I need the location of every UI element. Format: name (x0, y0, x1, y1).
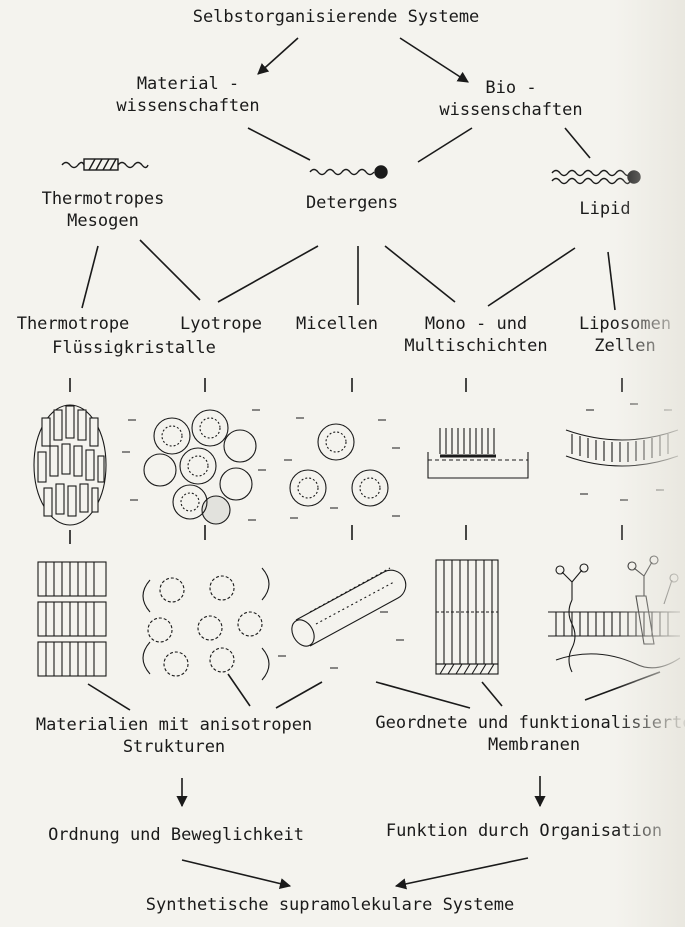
phase-lyotrope-label: Lyotrope (180, 313, 262, 335)
result-anisotropic-materials: Materialien mit anisotropen Strukturen (36, 714, 312, 758)
outcome-order-mobility: Ordnung und Beweglichkeit (48, 824, 304, 846)
mesogen-line-2: Mesogen (42, 210, 165, 232)
branch-materials-line-1: Material - (116, 73, 259, 95)
connector-lines (70, 38, 660, 886)
branch-bio-line-2: wissenschaften (439, 99, 582, 121)
mesogen-line-1: Thermotropes (42, 188, 165, 210)
branch-materials-line-2: wissenschaften (116, 95, 259, 117)
phase-micelles-label: Micellen (296, 313, 378, 335)
final-supramolecular-systems: Synthetische supramolekulare Systeme (146, 894, 514, 916)
rod-micelle-illustration (278, 568, 406, 668)
layers-line-2: Multischichten (404, 335, 547, 357)
smectic-layers-illustration (38, 562, 106, 676)
molecule-mesogen-label: Thermotropes Mesogen (42, 188, 165, 232)
result-materials-line-1: Materialien mit anisotropen (36, 714, 312, 736)
diagram-title: Selbstorganisierende Systeme (193, 6, 480, 28)
phase-liquid-crystals-label: Flüssigkristalle (52, 337, 216, 359)
detergent-molecule-icon (310, 166, 387, 178)
phase-layers-label: Mono - und Multischichten (404, 313, 547, 357)
hexagonal-phase-illustration (143, 568, 269, 680)
multilayer-illustration (436, 560, 498, 674)
layers-line-1: Mono - und (404, 313, 547, 335)
branch-materials-science: Material - wissenschaften (116, 73, 259, 117)
lyotropic-lc-illustration (122, 410, 266, 524)
branch-life-sciences: Bio - wissenschaften (439, 77, 582, 121)
page-edge-shadow (615, 0, 685, 927)
molecule-detergent-label: Detergens (306, 192, 398, 214)
result-materials-line-2: Strukturen (36, 736, 312, 758)
micelles-illustration (284, 418, 400, 518)
mesogen-molecule-icon (62, 159, 148, 170)
thermotropic-lc-illustration (34, 405, 106, 525)
monolayer-illustration (428, 428, 528, 478)
phase-thermotrope-label: Thermotrope (17, 313, 130, 335)
branch-bio-line-1: Bio - (439, 77, 582, 99)
